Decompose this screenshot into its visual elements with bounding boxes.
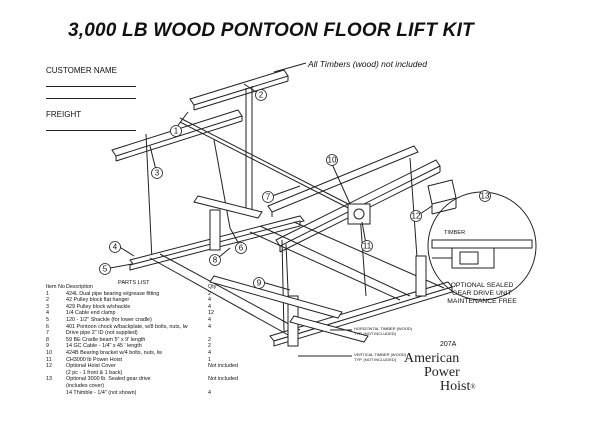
parts-list-cell-qty: 1 (208, 356, 211, 363)
parts-list-cell-desc: 14 Thimble - 1/4" (not shown) (66, 389, 137, 396)
hoist-cover (427, 179, 457, 205)
parts-list-cell-no: 5 (46, 316, 49, 323)
freight-line (46, 130, 136, 131)
callout-12-num: 12 (412, 212, 421, 221)
parts-list-cell-no: 1 (46, 290, 49, 297)
callout-11 (361, 240, 373, 252)
parts-list-title: PARTS LIST (118, 280, 150, 286)
parts-list-cell-no: 11 (46, 356, 52, 363)
parts-list-cell-no: 13 (46, 376, 52, 383)
parts-list-cell-qty: 4 (208, 389, 211, 396)
gear-timber-label: TIMBER (444, 230, 466, 236)
brand-logo: American Power Hoist® (404, 351, 476, 394)
parts-list-cell-no: 9 (46, 343, 49, 350)
parts-list-cell-desc: Optional Hoist Cover (66, 363, 116, 370)
parts-list-cell-qty: 2 (208, 343, 211, 350)
parts-list-cell-no: 7 (46, 330, 49, 337)
callout-12 (410, 210, 422, 222)
parts-list-cell-qty: 2 (208, 290, 211, 297)
parts-list-cell-desc: 14 GC Cable - 1/4" x 45 ' length (66, 343, 142, 350)
callout-8-num: 8 (213, 256, 218, 265)
bunk-front-2 (289, 315, 369, 343)
callout-3-num: 3 (155, 169, 160, 178)
timbers-note: All Timbers (wood) not included (308, 59, 427, 69)
vertical-timber-label: VERTICAL TIMBER (WOOD) TYP. (NOT INCLUDE… (354, 352, 407, 362)
parts-list-cell-qty: 2 (208, 336, 211, 343)
parts-list-cell-qty: 4 (208, 323, 211, 330)
parts-list-cell-no: 3 (46, 303, 49, 310)
gear-caption: OPTIONAL SEALED GEAR DRIVE UNIT MAINTENA… (447, 282, 517, 305)
parts-list-cell-desc: Drive pipe 2" ID (not supplied) (66, 330, 138, 337)
power-hoist (347, 203, 371, 225)
parts-list-cell-qty: 4 (208, 349, 211, 356)
parts-list-cell-no: 10 (46, 349, 52, 356)
callout-13-num: 13 (481, 192, 490, 201)
callout-7-num: 7 (266, 193, 271, 202)
note-leader (273, 62, 307, 73)
callout-3 (151, 167, 163, 179)
parts-list-cell-no: 12 (46, 363, 52, 370)
parts-list-cell-desc: 401 Pontoon chock w/backplate, w/8 bolts… (66, 323, 188, 330)
parts-list-cell-qty: 4 (208, 303, 211, 310)
callout-10-num: 10 (328, 156, 337, 165)
parts-list-cell-desc: 1/4 Cable end clamp (66, 310, 116, 317)
callout-4-num: 4 (113, 243, 118, 252)
customer-name-label: CUSTOMER NAME (46, 66, 117, 75)
parts-list-cell-desc: (includes cover) (66, 382, 105, 389)
callout-6 (235, 242, 247, 254)
bunk-front (209, 275, 343, 319)
parts-list-cell-qty: 4 (208, 297, 211, 304)
parts-list-cell-qty: 4 (208, 316, 211, 323)
callout-2 (255, 89, 267, 101)
parts-list-cell-desc: CH3000 lb Power Hoist (66, 356, 123, 363)
parts-list-cell-qty: 12 (208, 310, 214, 317)
callout-7 (262, 191, 274, 203)
top-timber-right-back (267, 145, 419, 213)
parts-list-cell-no: 6 (46, 323, 49, 330)
parts-list-cell-qty: Not included (208, 363, 238, 370)
callout-1 (170, 125, 182, 137)
bunk-left (193, 195, 263, 219)
parts-list-cell-desc: 424B Bearing bracket w/4 bolts, nuts, lw (66, 349, 162, 356)
cross-beam-left (149, 257, 291, 337)
callout-1-num: 1 (174, 127, 179, 136)
parts-list-cell-desc: 59 BE Cradle beam 5" x 9' length (66, 336, 146, 343)
top-timber-back (189, 69, 289, 106)
callout-13 (479, 190, 491, 202)
parts-list-cell-qty: Not included (208, 376, 238, 383)
parts-list-cell-desc: Optional 3000 lb. Sealed gear drive (66, 376, 151, 383)
horizontal-timber-label: HORIZONTAL TIMBER (WOOD) TYP. (NOT INCLU… (354, 326, 413, 336)
parts-list-cell-desc: 424L Dual pipe bearing w/grease fitting (66, 290, 160, 297)
freight-label: FREIGHT (46, 110, 82, 119)
callout-6-num: 6 (239, 244, 244, 253)
page-title: 3,000 LB WOOD PONTOON FLOOR LIFT KIT (68, 20, 474, 41)
parts-list-cell-no: 4 (46, 310, 49, 317)
customer-name-line-2 (46, 98, 136, 99)
vertical-timber-right (415, 255, 427, 297)
callout-5 (99, 263, 111, 275)
vertical-timber-left (209, 209, 221, 251)
callout-9 (253, 277, 265, 289)
callout-8 (209, 254, 221, 266)
drive-pipe (179, 117, 361, 211)
parts-list-cell-desc: 42 Pulley block flat hanger (66, 297, 130, 304)
parts-list-cell-desc: 429 Pulley block w/shackle (66, 303, 131, 310)
callout-9-num: 9 (257, 279, 262, 288)
document-number: 207A (440, 341, 457, 348)
callout-10 (326, 154, 338, 166)
parts-list-cell-desc: 120 - 1/2" Shackle (for lower cradle) (66, 316, 152, 323)
callout-4 (109, 241, 121, 253)
customer-name-line (46, 86, 136, 87)
parts-list-cell-no: 8 (46, 336, 49, 343)
callout-2-num: 2 (259, 91, 264, 100)
callout-5-num: 5 (103, 265, 108, 274)
parts-list-cell-desc: (2 pc - 1 front & 1 back) (66, 369, 123, 376)
cross-beam-mid (249, 231, 401, 301)
parts-list-cell-no: 2 (46, 297, 49, 304)
callout-11-num: 11 (363, 242, 372, 251)
